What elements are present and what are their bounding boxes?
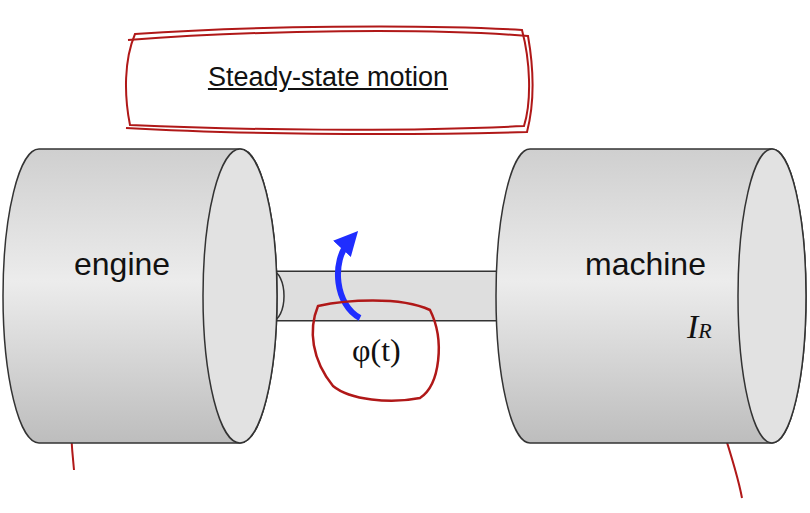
cylinder-shape bbox=[495, 148, 807, 444]
highlight-oval bbox=[126, 31, 532, 134]
cylinder-shape bbox=[2, 148, 278, 444]
angle-label: φ(t) bbox=[352, 332, 401, 369]
highlight-circle bbox=[313, 301, 439, 401]
inertia-symbol: IR bbox=[687, 308, 712, 346]
cylinder-body: machineIR bbox=[495, 148, 807, 444]
highlight-oval bbox=[126, 27, 529, 130]
rotation-arrow bbox=[338, 240, 360, 318]
cylinder-body: engine bbox=[2, 148, 278, 444]
heading: Steady-state motion bbox=[208, 62, 448, 93]
part-name: engine bbox=[74, 246, 170, 283]
shaft bbox=[260, 271, 525, 321]
part-name: machine bbox=[585, 246, 706, 283]
